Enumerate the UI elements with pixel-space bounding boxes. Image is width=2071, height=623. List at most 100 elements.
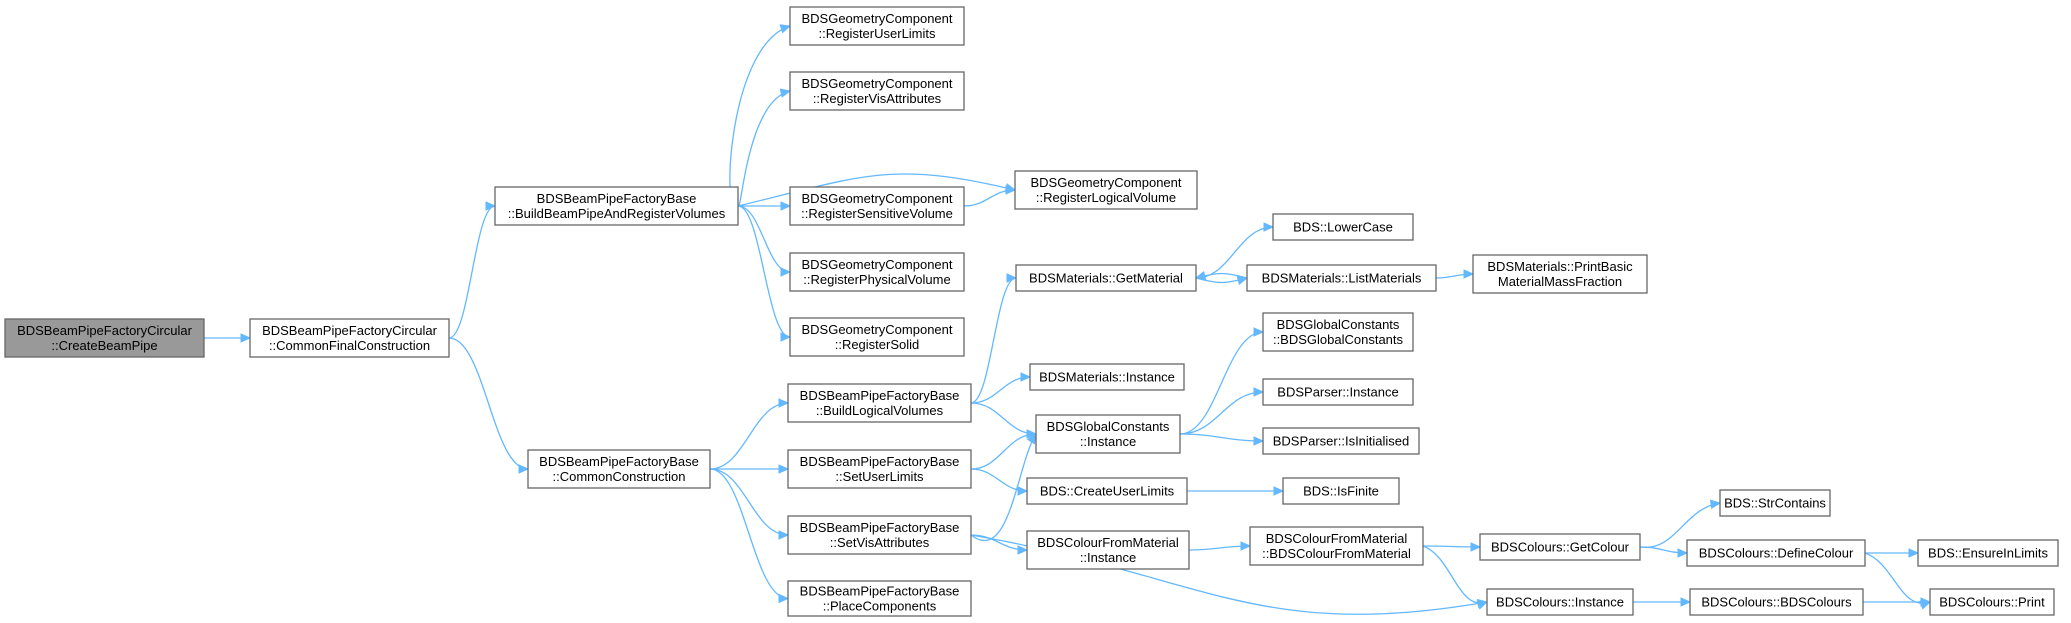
node-label: ::RegisterSolid — [835, 337, 920, 352]
node-label: ::CommonFinalConstruction — [269, 338, 430, 353]
node-list-materials[interactable]: BDSMaterials::ListMaterials — [1246, 264, 1437, 292]
arrowhead-icon — [1017, 486, 1029, 496]
node-label: ::RegisterUserLimits — [818, 26, 936, 41]
node-set-user-limits[interactable]: BDSBeamPipeFactoryBase::SetUserLimits — [787, 449, 972, 489]
node-place-components[interactable]: BDSBeamPipeFactoryBase::PlaceComponents — [787, 580, 972, 617]
node-label: ::PlaceComponents — [823, 598, 937, 613]
arrowhead-icon — [779, 88, 792, 98]
node-label: BDSGeometryComponent — [801, 76, 952, 91]
node-label: ::Instance — [1080, 434, 1136, 449]
node-str-contains[interactable]: BDS::StrContains — [1719, 489, 1831, 517]
edge-common-construction-to-set-vis-attributes — [709, 468, 789, 536]
node-register-sensitive-volume[interactable]: BDSGeometryComponent::RegisterSensitiveV… — [789, 186, 965, 226]
node-label: BDSGeometryComponent — [801, 322, 952, 337]
arrowhead-icon — [1253, 436, 1265, 446]
node-label: ::Instance — [1080, 550, 1136, 565]
node-box — [1479, 533, 1641, 561]
node-label: ::RegisterSensitiveVolume — [801, 206, 953, 221]
node-label: BDSParser::IsInitialised — [1273, 433, 1410, 448]
node-global-constants-instance[interactable]: BDSGlobalConstants::Instance — [1035, 414, 1181, 454]
node-parser-instance[interactable]: BDSParser::Instance — [1262, 378, 1414, 406]
arrowhead-icon — [778, 398, 790, 408]
node-box — [1486, 588, 1634, 616]
node-box — [787, 515, 972, 555]
node-set-vis-attributes[interactable]: BDSBeamPipeFactoryBase::SetVisAttributes — [787, 515, 972, 555]
node-label: BDSColourFromMaterial — [1266, 531, 1408, 546]
node-label: ::RegisterPhysicalVolume — [803, 272, 950, 287]
arrowhead-icon — [518, 464, 530, 474]
node-build-beam-pipe-and-register-volumes[interactable]: BDSBeamPipeFactoryBase::BuildBeamPipeAnd… — [494, 186, 739, 226]
arrowhead-icon — [1240, 541, 1252, 551]
node-label: BDSMaterials::ListMaterials — [1262, 270, 1422, 285]
edge-build-beam-pipe-and-register-volumes-to-register-physical-volume — [737, 205, 791, 273]
edge-build-beam-pipe-and-register-volumes-to-register-solid — [737, 205, 791, 338]
node-label: ::CreateBeamPipe — [51, 338, 157, 353]
node-parser-is-initialised[interactable]: BDSParser::IsInitialised — [1262, 427, 1420, 455]
edge-build-logical-volumes-to-get-material — [970, 277, 1017, 404]
node-box — [787, 580, 972, 617]
node-colour-from-material-instance[interactable]: BDSColourFromMaterial::Instance — [1026, 530, 1190, 570]
node-create-user-limits[interactable]: BDS::CreateUserLimits — [1026, 477, 1188, 505]
node-global-constants-ctor[interactable]: BDSGlobalConstants::BDSGlobalConstants — [1262, 312, 1414, 352]
node-label: BDSGeometryComponent — [801, 191, 952, 206]
arrowhead-icon — [778, 530, 790, 540]
node-box — [1719, 489, 1831, 517]
node-label: BDSMaterials::PrintBasic — [1487, 259, 1633, 274]
node-colour-from-material-ctor[interactable]: BDSColourFromMaterial::BDSColourFromMate… — [1249, 526, 1424, 566]
arrowhead-icon — [780, 201, 792, 211]
arrowhead-icon — [1476, 600, 1489, 610]
node-register-solid[interactable]: BDSGeometryComponent::RegisterSolid — [789, 317, 965, 357]
arrowhead-icon — [1908, 548, 1920, 558]
node-common-final-construction[interactable]: BDSBeamPipeFactoryCircular::CommonFinalC… — [249, 318, 450, 358]
node-colours-instance[interactable]: BDSColours::Instance — [1486, 588, 1634, 616]
arrowhead-icon — [1709, 499, 1722, 510]
node-register-user-limits[interactable]: BDSGeometryComponent::RegisterUserLimits — [789, 6, 965, 46]
node-label: ::SetVisAttributes — [830, 535, 930, 550]
node-box — [1035, 414, 1181, 454]
node-is-finite[interactable]: BDS::IsFinite — [1282, 477, 1400, 505]
node-get-material[interactable]: BDSMaterials::GetMaterial — [1015, 264, 1197, 292]
edge-colour-from-material-ctor-to-colours-instance — [1422, 545, 1488, 604]
node-get-colour[interactable]: BDSColours::GetColour — [1479, 533, 1641, 561]
node-print[interactable]: BDSColours::Print — [1929, 588, 2055, 616]
node-box — [789, 252, 965, 292]
node-box — [1262, 427, 1420, 455]
node-build-logical-volumes[interactable]: BDSBeamPipeFactoryBase::BuildLogicalVolu… — [787, 383, 972, 423]
node-common-construction[interactable]: BDSBeamPipeFactoryBase::CommonConstructi… — [527, 449, 711, 489]
node-define-colour[interactable]: BDSColours::DefineColour — [1686, 539, 1866, 567]
node-label: BDSGeometryComponent — [801, 257, 952, 272]
node-label: ::BDSColourFromMaterial — [1262, 546, 1411, 561]
node-materials-instance[interactable]: BDSMaterials::Instance — [1029, 363, 1185, 391]
arrowhead-icon — [1026, 429, 1038, 439]
node-label: ::BDSGlobalConstants — [1273, 332, 1404, 347]
arrowhead-icon — [1263, 222, 1275, 232]
node-box — [789, 186, 965, 226]
node-bds-colours-ctor[interactable]: BDSColours::BDSColours — [1689, 588, 1864, 616]
node-register-vis-attributes[interactable]: BDSGeometryComponent::RegisterVisAttribu… — [789, 71, 965, 111]
node-box — [789, 71, 965, 111]
arrowhead-icon — [779, 24, 792, 34]
arrowhead-icon — [1194, 270, 1207, 281]
node-box — [787, 383, 972, 423]
edge-common-construction-to-place-components — [709, 468, 789, 600]
node-ensure-in-limits[interactable]: BDS::EnsureInLimits — [1917, 539, 2059, 567]
node-box — [249, 318, 450, 358]
node-box — [789, 6, 965, 46]
node-create-beam-pipe[interactable]: BDSBeamPipeFactoryCircular::CreateBeamPi… — [4, 318, 205, 358]
node-label: BDSColours::GetColour — [1491, 539, 1630, 554]
arrowhead-icon — [1017, 545, 1029, 555]
node-box — [1014, 170, 1198, 210]
node-print-basic-material-mass-fraction[interactable]: BDSMaterials::PrintBasicMaterialMassFrac… — [1472, 254, 1648, 294]
edge-build-beam-pipe-and-register-volumes-to-register-logical-volume — [737, 173, 1016, 207]
node-label: BDSColours::DefineColour — [1699, 545, 1854, 560]
arrowhead-icon — [780, 267, 792, 277]
node-box — [1026, 477, 1188, 505]
node-label: BDS::CreateUserLimits — [1040, 483, 1175, 498]
edge-common-final-construction-to-common-construction — [448, 337, 529, 470]
node-lower-case[interactable]: BDS::LowerCase — [1272, 213, 1414, 241]
node-register-logical-volume[interactable]: BDSGeometryComponent::RegisterLogicalVol… — [1014, 170, 1198, 210]
node-label: BDS::IsFinite — [1303, 483, 1379, 498]
node-register-physical-volume[interactable]: BDSGeometryComponent::RegisterPhysicalVo… — [789, 252, 965, 292]
node-label: BDSBeamPipeFactoryBase — [539, 454, 699, 469]
node-label: BDS::StrContains — [1724, 495, 1826, 510]
